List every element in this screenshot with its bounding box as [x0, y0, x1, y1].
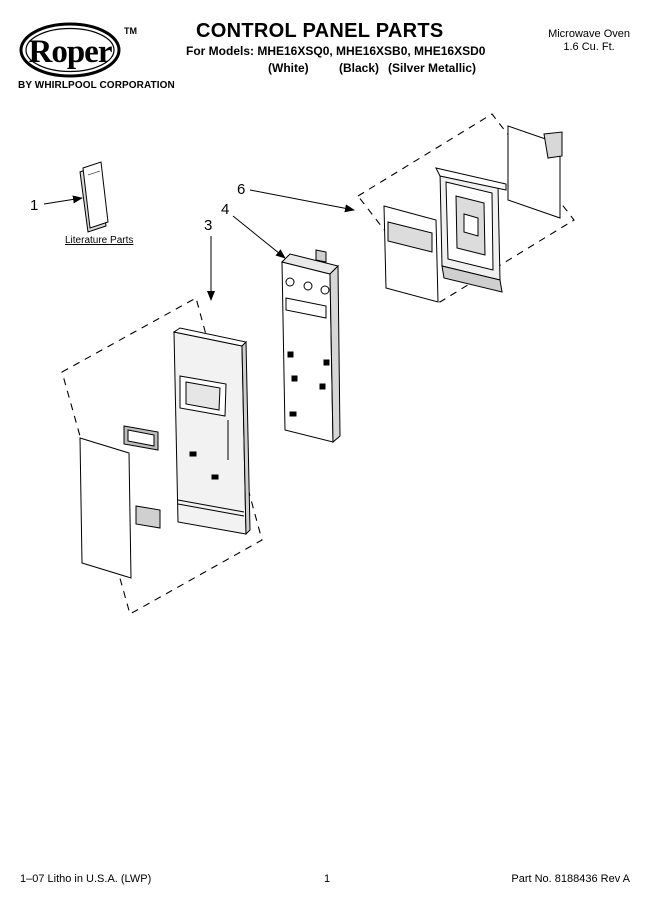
footer-part-number: Part No. 8188436 Rev A — [511, 873, 630, 885]
leader-line-1 — [43, 195, 83, 205]
control-panel-housing — [172, 327, 251, 536]
callout-4: 4 — [221, 201, 229, 218]
logo-wordmark: Roper — [29, 34, 112, 70]
color-white: (White) — [268, 61, 309, 75]
trademark-mark: TM — [124, 26, 137, 36]
control-board-assembly — [435, 167, 507, 293]
color-black: (Black) — [339, 61, 380, 75]
literature-parts-label: Literature Parts — [65, 235, 134, 246]
color-silver-metallic: (Silver Metallic) — [388, 61, 477, 75]
control-board-pcb — [507, 125, 563, 219]
literature-booklet — [79, 161, 109, 233]
touchpad-connector — [135, 505, 161, 529]
product-capacity: 1.6 Cu. Ft. — [563, 41, 615, 53]
leader-line-4 — [232, 215, 286, 259]
callout-6: 6 — [237, 181, 245, 198]
product-type: Microwave Oven — [548, 28, 630, 40]
touchpad-overlay — [79, 437, 132, 579]
display-window — [123, 425, 159, 451]
control-board-keypad-insert — [383, 205, 439, 303]
roper-logo: Roper TM — [19, 22, 137, 78]
page-title: CONTROL PANEL PARTS — [196, 20, 444, 42]
models-line: For Models: MHE16XSQ0, MHE16XSB0, MHE16X… — [186, 44, 486, 58]
callout-3: 3 — [204, 217, 212, 234]
product-info: Microwave Oven 1.6 Cu. Ft. — [548, 28, 630, 54]
control-panel-bracket — [281, 249, 341, 444]
assembly-boundary-control-board — [357, 113, 575, 303]
brand-subtitle: BY WHIRLPOOL CORPORATION — [18, 80, 175, 91]
leader-line-6 — [249, 189, 355, 213]
footer-print-info: 1–07 Litho in U.S.A. (LWP) — [20, 873, 152, 885]
footer-page-number: 1 — [324, 873, 331, 885]
callout-1: 1 — [30, 197, 38, 214]
